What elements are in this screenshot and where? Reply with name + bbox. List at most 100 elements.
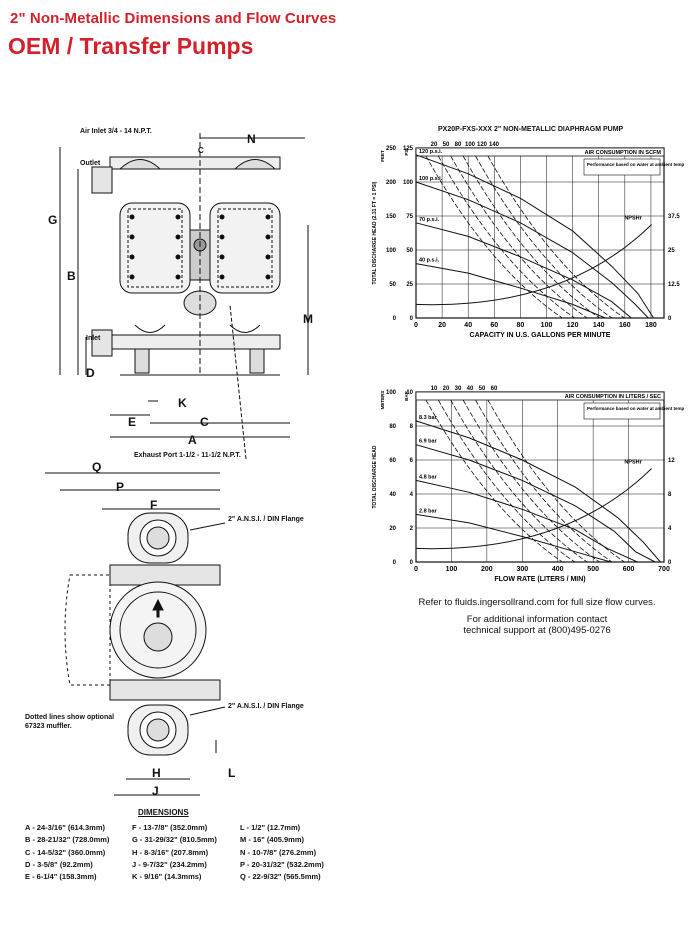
air-consumption-label: 30: [455, 386, 462, 392]
pressure-label: 2.8 bar: [419, 508, 438, 514]
pressure-label: 4.8 bar: [419, 474, 438, 480]
dim-n-label: N: [247, 132, 256, 146]
y-tick-label: 2: [410, 526, 414, 532]
centerline-label: C: [198, 146, 204, 155]
dimension-item: F - 13-7/8" (352.0mm): [132, 823, 208, 832]
air-consumption-label: 100: [465, 142, 476, 148]
dimension-item: P - 20-31/32" (532.2mm): [240, 859, 324, 869]
dimension-item: K - 9/16" (14.3mms): [132, 872, 202, 882]
x-tick-label: 100: [541, 322, 553, 329]
air-consumption-curve: [425, 399, 563, 563]
pump-front-view-drawing: [59, 133, 309, 460]
y-tick-label-secondary: 200: [386, 180, 397, 186]
note-text: Performance based on water at ambient te…: [587, 162, 684, 167]
support-line-2: technical support at (800)495-0276: [463, 625, 611, 636]
x-tick-label: 160: [619, 322, 631, 329]
npsh-curve: [415, 224, 652, 306]
dim-q-label: Q: [92, 460, 102, 474]
performance-curve: [415, 181, 649, 319]
x-tick-label: 700: [658, 566, 670, 573]
dimension-item: N - 10-7/8" (276.2mm): [240, 847, 317, 857]
air-consumption-curve: [475, 155, 613, 319]
y-tick-label: 0: [410, 316, 414, 322]
npsh-label: NPSHr: [624, 459, 642, 465]
air-consumption-curve: [437, 155, 575, 319]
top-axis-band: [415, 147, 665, 157]
pump-top-view-drawing: [45, 472, 226, 796]
note-box: [583, 158, 661, 176]
y-tick-label-secondary: 0: [393, 560, 397, 566]
x-tick-label: 400: [552, 566, 564, 573]
y2-tick-label: 4: [668, 526, 672, 532]
y-unit-label-secondary: BAR: [404, 390, 409, 400]
y-tick-label: 6: [410, 458, 414, 464]
dimension-item: E - 6-1/4" (158.3mm): [25, 872, 97, 882]
air-consumption-label: 50: [479, 386, 486, 392]
npsh-label: NPSHr: [624, 215, 642, 221]
dimension-item: G - 31-29/32" (810.5mm): [132, 835, 217, 845]
top-axis-label: AIR CONSUMPTION IN SCFM: [585, 150, 662, 156]
pressure-label: 70 p.s.i.: [419, 217, 440, 223]
y2-tick-label: 8: [668, 492, 672, 498]
chart1-title: PX20P-FXS-XXX 2" NON-METALLIC DIAPHRAGM …: [438, 126, 624, 133]
dim-m-label: M: [303, 312, 313, 326]
y-axis-label: TOTAL DISCHARGE HEAD: [372, 445, 378, 508]
y-unit-label-secondary: PSI: [404, 148, 409, 155]
dim-e-label: E: [128, 415, 137, 429]
air-consumption-curve: [437, 399, 575, 563]
x-tick-label: 180: [645, 322, 657, 329]
performance-curve: [415, 222, 632, 319]
dimensions-col-2: F - 13-7/8" (352.0mm) G - 31-29/32" (810…: [132, 822, 217, 883]
dimension-item: J - 9-7/32" (234.2mm): [132, 859, 207, 869]
performance-curve: [415, 154, 654, 319]
note-text: Performance based on water at ambient te…: [587, 406, 684, 411]
air-consumption-label: 80: [455, 142, 462, 148]
dim-g-label: G: [48, 213, 58, 227]
dimensions-col-1: A - 24-3/16" (614.3mm) B - 28-21/32" (72…: [25, 822, 109, 883]
dimension-item: H - 8-3/16" (207.8mm): [132, 847, 209, 857]
dim-k-label: K: [178, 396, 187, 410]
outlet-label: Outlet: [80, 160, 101, 167]
dimension-item: L - 1/2" (12.7mm): [240, 823, 301, 832]
y-tick-label: 10: [406, 390, 413, 396]
support-line-1: For additional information contact: [466, 614, 608, 625]
dimension-item: D - 3-5/8" (92.2mm): [25, 859, 93, 869]
y-tick-label-secondary: 20: [389, 526, 396, 532]
y2-tick-label: 37.5: [668, 214, 680, 220]
x-tick-label: 40: [464, 322, 472, 329]
y-tick-label: 75: [406, 214, 413, 220]
air-consumption-curve: [425, 155, 563, 319]
x-tick-label: 300: [516, 566, 528, 573]
dim-l-label: L: [228, 766, 236, 780]
air-inlet-label: Air Inlet 3/4 - 14 N.P.T.: [80, 128, 152, 135]
air-consumption-curve: [450, 155, 588, 319]
muffler-note: Dotted lines show optional 67323 muffler…: [25, 714, 115, 730]
dim-b-label: B: [67, 269, 76, 283]
dimension-item: B - 28-21/32" (728.0mm): [25, 835, 110, 845]
dimension-item: A - 24-3/16" (614.3mm): [25, 823, 105, 832]
air-consumption-curve: [462, 399, 600, 563]
y-tick-label-secondary: 250: [386, 146, 397, 152]
air-consumption-label: 60: [491, 386, 498, 392]
y-unit-label: FEET: [380, 150, 385, 162]
exhaust-port-label: Exhaust Port 1-1/2 - 11-1/2 N.P.T.: [134, 452, 241, 459]
performance-curve: [415, 444, 656, 563]
x-tick-label: 0: [414, 322, 418, 329]
x-tick-label: 140: [593, 322, 605, 329]
air-consumption-label: 20: [443, 386, 450, 392]
y-tick-label-secondary: 0: [393, 316, 397, 322]
page-title: OEM / Transfer Pumps: [8, 33, 254, 59]
y-unit-label: METERS: [380, 391, 385, 410]
pressure-label: 100 p.s.i.: [419, 176, 443, 182]
dim-p-label: P: [116, 480, 125, 494]
y2-tick-label: 12: [668, 458, 675, 464]
top-axis-label: AIR CONSUMPTION IN LITERS / SEC: [565, 394, 661, 400]
y-tick-label-secondary: 150: [386, 214, 397, 220]
npsh-curve: [415, 468, 652, 550]
air-consumption-curve: [487, 155, 625, 319]
air-consumption-label: 20: [431, 142, 438, 148]
x-axis-label: FLOW RATE (LITERS / MIN): [494, 576, 585, 583]
x-axis-label: CAPACITY IN U.S. GALLONS PER MINUTE: [470, 332, 611, 339]
y2-tick-label: 12.5: [668, 282, 680, 288]
